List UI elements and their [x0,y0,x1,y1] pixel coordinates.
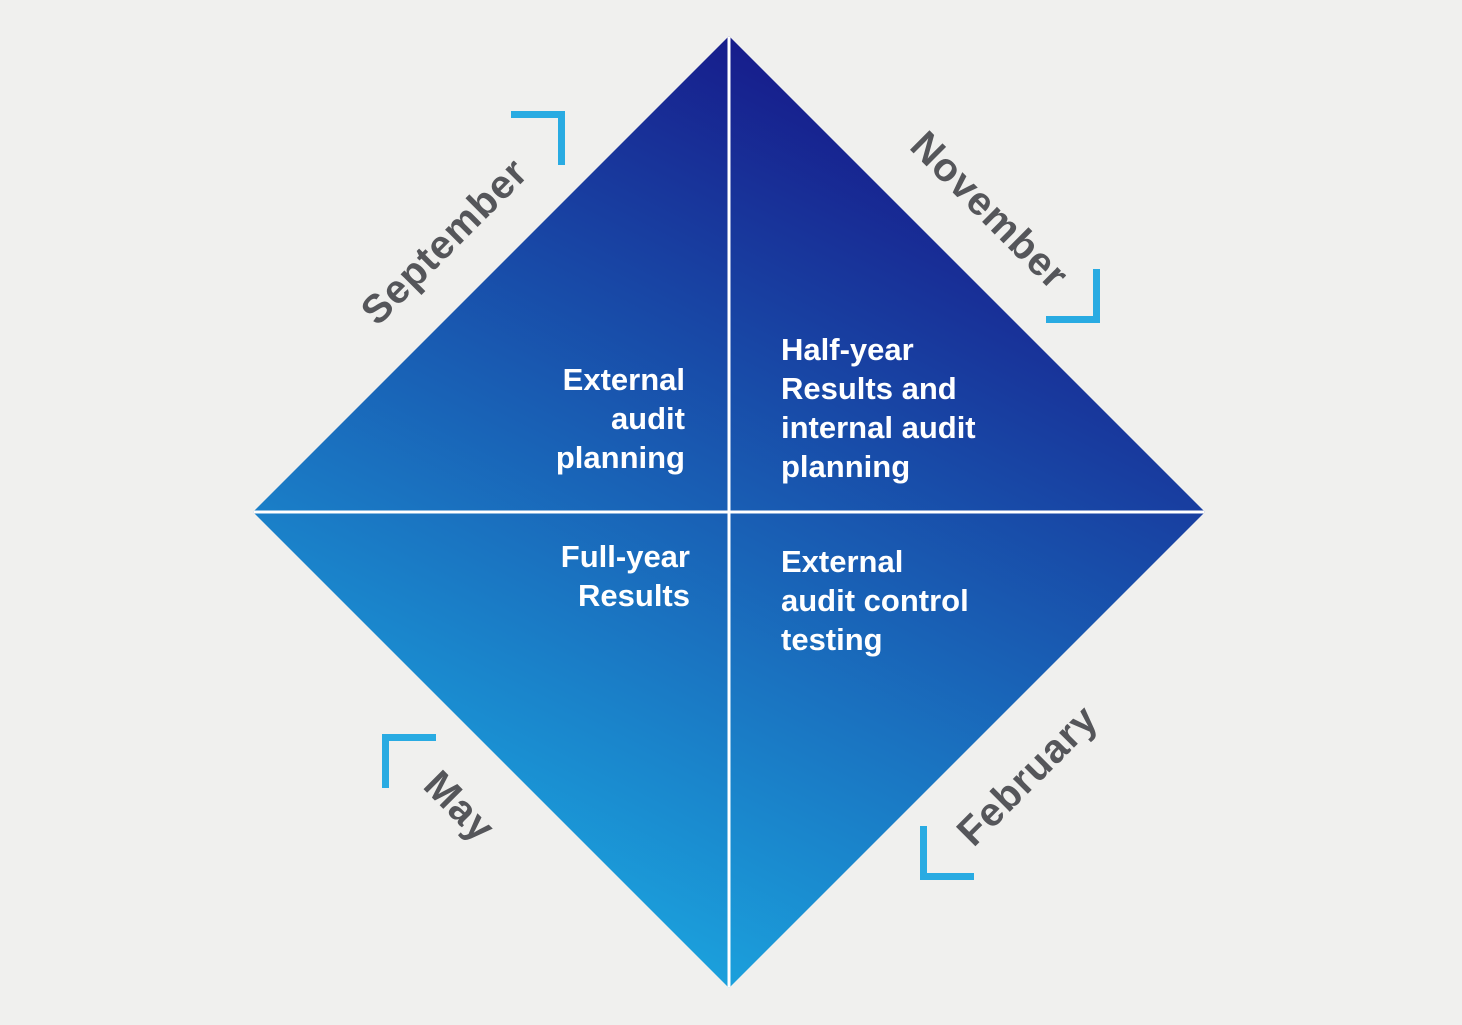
quadrant-line: internal audit [781,410,976,445]
november-corner-bracket-icon [1046,269,1100,323]
quadrant-line: planning [781,449,911,484]
quadrant-line: External [781,544,904,579]
quadrant-line: audit control [781,583,969,618]
quadrant-line: planning [555,440,685,475]
quadrant-line: External [562,362,685,397]
diamond-cycle-diagram: External audit planning Half-year Result… [253,36,1205,988]
quadrant-half-year-results: Half-year Results and internal audit pla… [781,330,976,486]
quadrant-external-audit-planning: External audit planning [556,360,685,477]
quadrant-line: audit [610,401,685,436]
quadrant-line: Results [578,578,690,613]
february-corner-bracket-icon [920,826,974,880]
quadrant-line: Full-year [560,539,690,574]
horizontal-divider-line [253,510,1205,514]
quadrant-line: Results and [781,371,957,406]
september-corner-bracket-icon [511,111,565,165]
quadrant-line: testing [781,622,883,657]
quadrant-full-year-results: Full-year Results [561,537,690,615]
quadrant-line: Half-year [781,332,914,367]
may-corner-bracket-icon [382,734,436,788]
quadrant-external-audit-control-testing: External audit control testing [781,542,969,659]
